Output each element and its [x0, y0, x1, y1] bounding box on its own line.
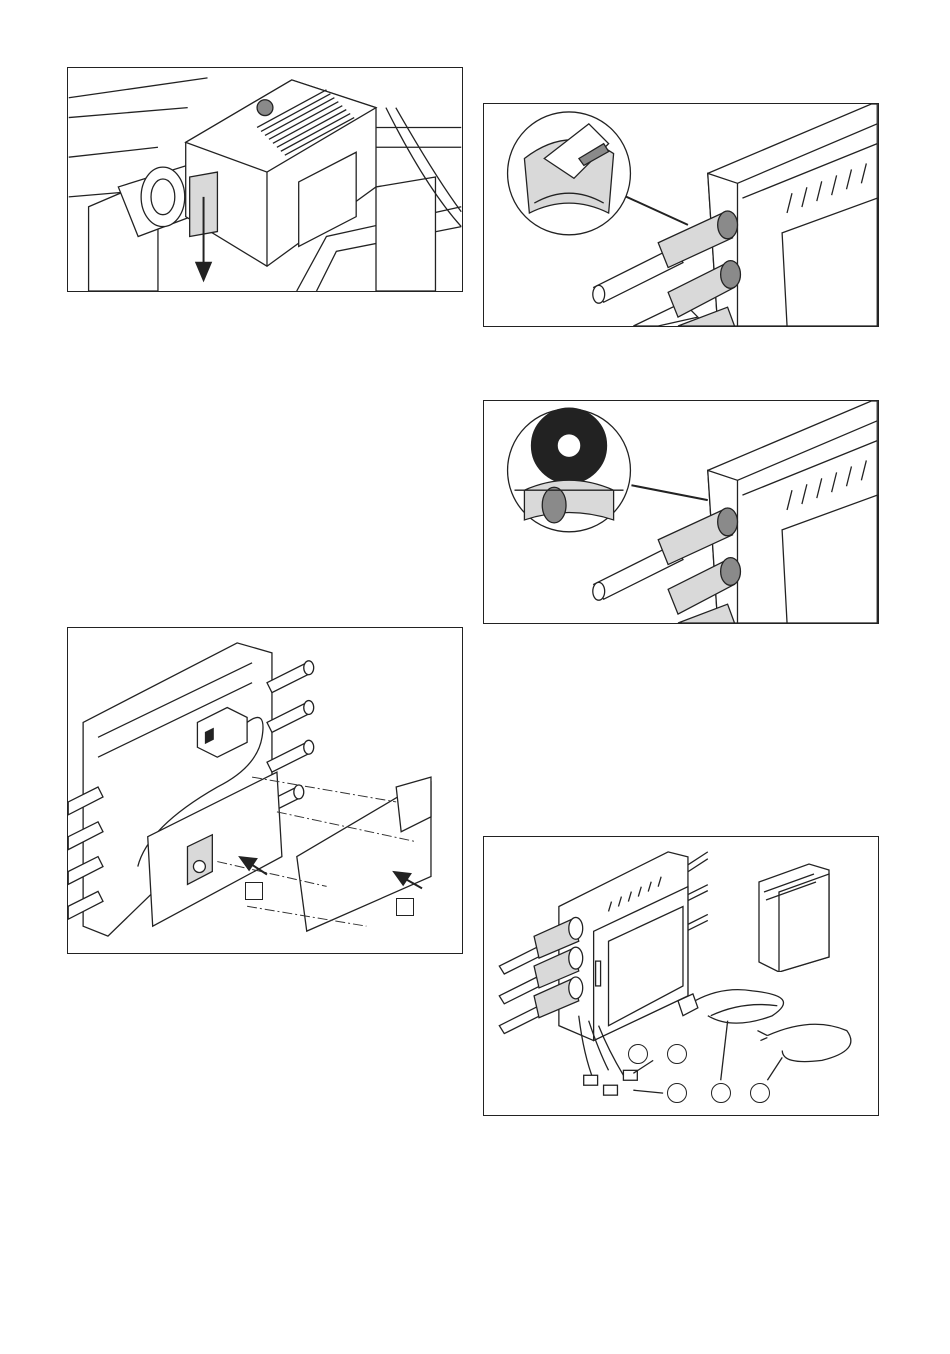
callout-circle-1 — [628, 1044, 648, 1064]
insulated-pipe-icon — [484, 401, 878, 623]
figure-insulation-cut — [483, 103, 879, 327]
callout-box-2 — [396, 898, 414, 916]
controller-icon — [754, 862, 834, 972]
figure-scope-of-delivery — [483, 836, 879, 1116]
figure-insulation-shells — [67, 627, 463, 954]
callout-circle-4 — [711, 1083, 731, 1103]
sensor-module-icon — [68, 68, 462, 291]
insulated-pipe-icon — [484, 104, 878, 326]
figure-insulation-tape — [483, 400, 879, 624]
callout-circle-2 — [667, 1044, 687, 1064]
callout-box-1 — [245, 882, 263, 900]
figure-sensor-removal — [67, 67, 463, 292]
callout-circle-5 — [750, 1083, 770, 1103]
callout-circle-3 — [667, 1083, 687, 1103]
